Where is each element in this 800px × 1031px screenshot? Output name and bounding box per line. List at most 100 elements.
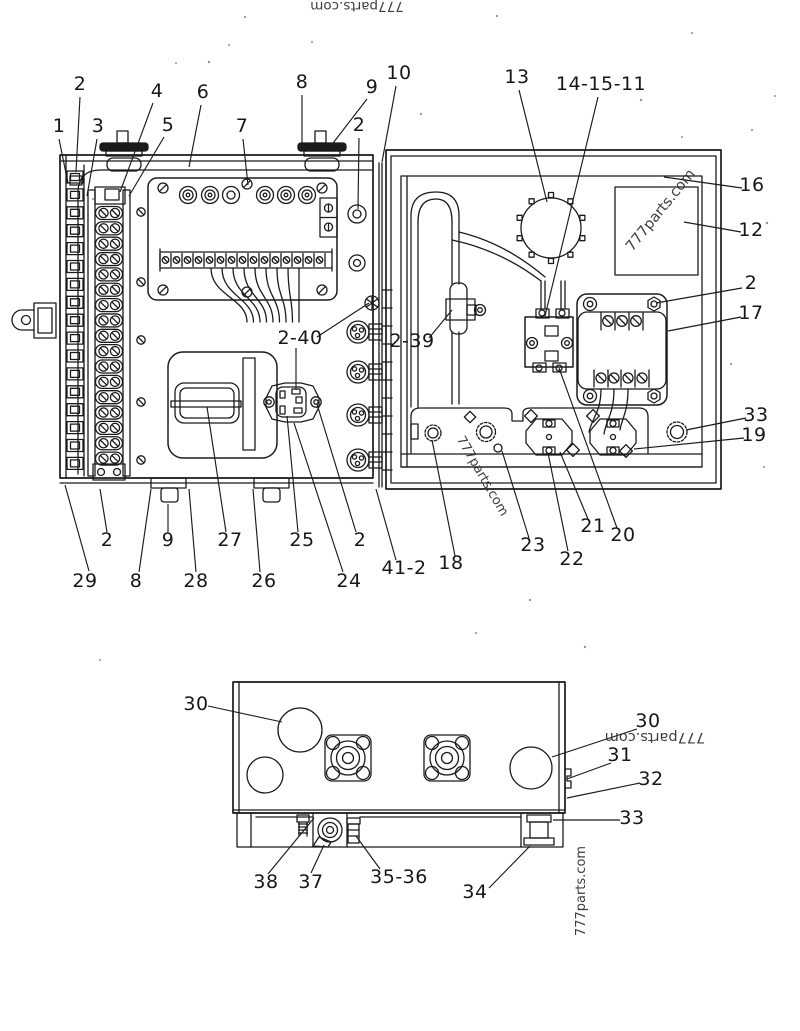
bushing-34: [523, 814, 555, 846]
callout-label-41-2-26: 41-2: [381, 557, 426, 579]
nut-35-36: [346, 817, 361, 844]
cable-connectors: [346, 320, 383, 472]
callout-label-2-25: 2: [354, 529, 367, 551]
relay-block: [576, 293, 668, 435]
leader-line-13: [518, 89, 548, 203]
panel-feet: [150, 477, 290, 503]
callout-label-38-42: 38: [253, 871, 278, 893]
watermark-text-0: 777parts.com: [310, 0, 404, 14]
callout-label-14-15-11-12: 14-15-11: [556, 73, 646, 95]
leader-line-24: [293, 422, 344, 573]
leader-line-32: [566, 782, 641, 799]
hole-30b: [509, 746, 553, 790]
leader-line-7: [242, 138, 249, 186]
callout-label-8-7: 8: [296, 71, 309, 93]
right-panel: [385, 149, 722, 490]
leader-line-41-2: [375, 488, 397, 561]
leader-line-6: [188, 104, 202, 168]
door-outline: [77, 169, 373, 475]
callout-label-24-31: 24: [336, 570, 361, 592]
leader-line-2: [655, 287, 743, 304]
leader-line-3: [86, 138, 98, 197]
cover-plate: [614, 186, 699, 276]
callout-label-9-8: 9: [366, 76, 379, 98]
callout-label-2-10: 2: [353, 114, 366, 136]
watermark-text-4: 777parts.com: [574, 846, 589, 936]
fuse-holder-2: [585, 408, 637, 459]
callout-label-28-29: 28: [183, 570, 208, 592]
leader-line-17: [667, 316, 742, 332]
callout-label-16-13: 16: [739, 174, 764, 196]
callout-label-3-2: 3: [92, 115, 105, 137]
callout-label-34-45: 34: [462, 881, 487, 903]
leader-line-2-39: [428, 309, 453, 339]
leader-line-20: [558, 367, 618, 529]
callout-label-13-11: 13: [504, 66, 529, 88]
callout-label-2-40-20: 2-40: [277, 327, 322, 349]
door-edge-connector-strip: [66, 170, 84, 471]
callout-label-2-21: 2: [101, 529, 114, 551]
leader-line-25: [286, 415, 299, 533]
leader-line-1: [58, 138, 69, 184]
leader-line-21: [559, 451, 589, 520]
scan-specks: [92, 14, 776, 661]
callout-label-25-24: 25: [289, 529, 314, 551]
leader-line-35-36: [355, 835, 381, 870]
callout-label-6-5: 6: [197, 81, 210, 103]
callout-label-22-34: 22: [559, 548, 584, 570]
contactor: [524, 280, 574, 373]
callout-label-17-16: 17: [738, 302, 763, 324]
grommet-37: [312, 817, 343, 848]
power-connector: [263, 382, 322, 423]
wire-clamp-2-39: [445, 282, 487, 335]
callout-label-35-36-44: 35-36: [370, 866, 428, 888]
circuit-board: [147, 177, 338, 323]
door-screws: [136, 207, 146, 465]
watermark-text-1: 777parts.com: [623, 166, 699, 254]
leader-line-30: [551, 728, 638, 758]
leader-line-2: [75, 96, 81, 173]
callout-label-27-23: 27: [217, 529, 242, 551]
watermark-text-2: 777parts.com: [453, 433, 511, 519]
leader-line-12: [683, 221, 742, 233]
callout-label-19-18: 19: [741, 424, 766, 446]
leader-line-31: [566, 762, 612, 780]
wire-loom: [410, 191, 546, 408]
leader-line-22: [547, 452, 569, 552]
bolt-38: [296, 814, 310, 837]
leader-line-14-15-11: [544, 96, 599, 317]
callout-label-2-15: 2: [745, 272, 758, 294]
callout-label-30-37: 30: [183, 693, 208, 715]
callout-label-29-27: 29: [72, 570, 97, 592]
callout-label-37-43: 37: [298, 871, 323, 893]
left-panel: [11, 130, 374, 503]
callout-label-2-0: 2: [74, 73, 87, 95]
watermark-text-3: 777parts.com: [605, 729, 706, 745]
door-latch: [11, 302, 57, 339]
leader-line-9: [329, 98, 368, 148]
leader-line-23: [501, 450, 530, 539]
fuse-holder-1: [523, 408, 581, 458]
leader-line-28: [188, 488, 197, 573]
leader-line-34: [488, 845, 531, 889]
leader-line-19: [633, 437, 745, 450]
gauge-opening: [516, 191, 586, 265]
base-skirt: [236, 812, 564, 848]
callout-label-31-39: 31: [607, 744, 632, 766]
callout-label-5-4: 5: [162, 114, 175, 136]
hole-30: [277, 707, 323, 753]
mounting-cap-right: [297, 130, 347, 172]
callout-label-23-33: 23: [520, 534, 545, 556]
callout-label-7-6: 7: [236, 115, 249, 137]
leader-line-8: [138, 488, 152, 573]
callout-label-2-39-19: 2-39: [389, 330, 434, 352]
leader-line-2: [316, 403, 357, 533]
mounting-bracket: [167, 351, 278, 459]
terminal-strip: [87, 186, 131, 481]
gland-connector-left: [324, 734, 372, 782]
leader-line-4: [119, 102, 154, 193]
enclosure-drawing: [11, 14, 776, 848]
